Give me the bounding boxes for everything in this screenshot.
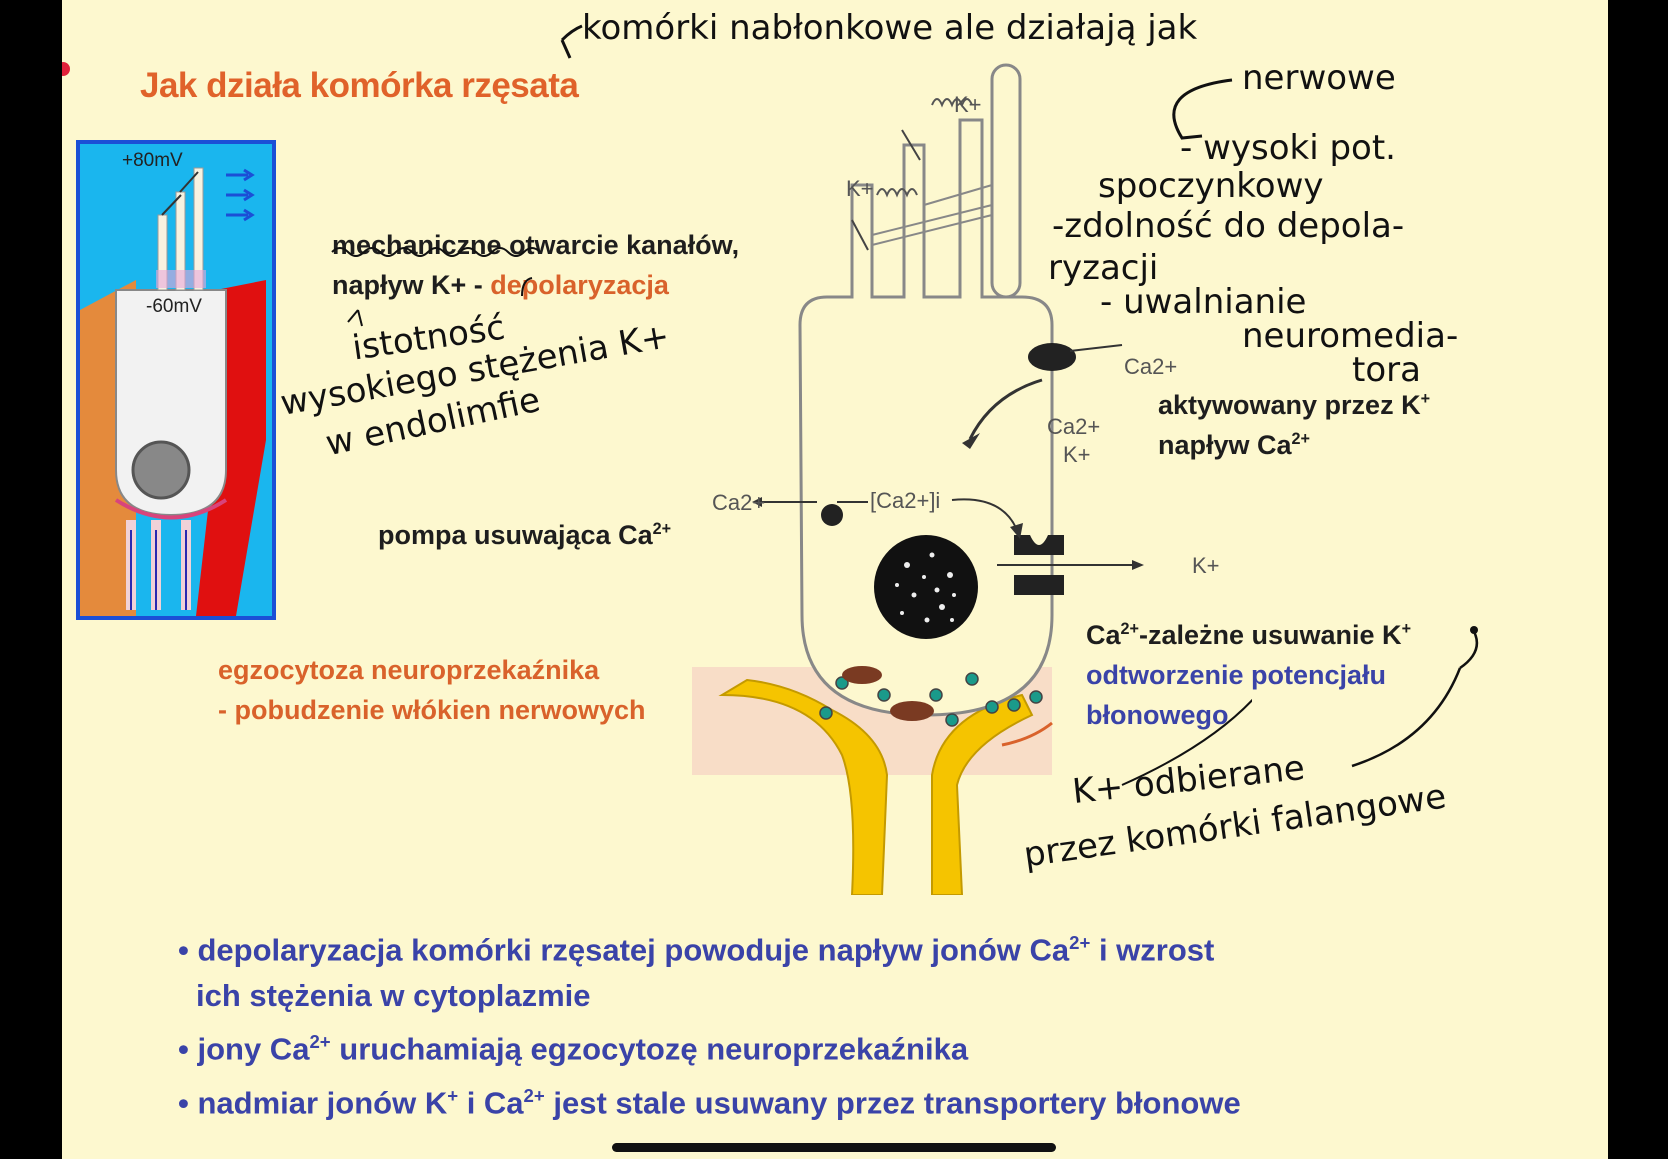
restore-potential-line2: błonowego bbox=[1086, 700, 1229, 730]
handwritten-strokes bbox=[331, 24, 1479, 768]
bullet-3: • nadmiar jonów K+ i Ca2+ jest stale usu… bbox=[178, 1073, 1241, 1126]
bullet-3-suffix2: jest stale usuwany przez transportery bł… bbox=[544, 1084, 1241, 1120]
handwritten-note-right-4: ryzacji bbox=[1048, 248, 1159, 288]
slide: Jak działa komórka rzęsata +80mV -60mV bbox=[62, 0, 1608, 1159]
ion-k-top: K+ bbox=[954, 92, 982, 117]
ca-removal-sup2: + bbox=[1401, 620, 1412, 638]
mechanical-opening-label-line2: napływ K+ - depolaryzacja bbox=[332, 270, 669, 301]
handwritten-note-right-2: spoczynkowy bbox=[1098, 166, 1324, 206]
bullet-1-suffix: i wzrost bbox=[1090, 932, 1215, 968]
exocytosis-label-line2: - pobudzenie włókien nerwowych bbox=[218, 695, 646, 725]
bullet-1-sup: 2+ bbox=[1069, 932, 1091, 953]
bullet-3-sup: + bbox=[447, 1084, 459, 1106]
ca-dependent-k-removal-label: Ca2+-zależne usuwanie K+ bbox=[1086, 620, 1411, 651]
bullet-3-text: • nadmiar jonów K bbox=[178, 1084, 448, 1120]
depolarization-label: depolaryzacja bbox=[490, 270, 669, 300]
pump-sup: 2+ bbox=[652, 520, 672, 538]
ion-k-left: K+ bbox=[846, 176, 874, 201]
handwritten-note-right-7: tora bbox=[1352, 350, 1421, 390]
bullet-1: • depolaryzacja komórki rzęsatej powoduj… bbox=[178, 920, 1241, 973]
bullet-3-sup2: 2+ bbox=[523, 1084, 545, 1106]
ca-pump-label: pompa usuwająca Ca2+ bbox=[378, 520, 671, 551]
inset-voltage-top: +80mV bbox=[122, 150, 183, 171]
pump-text: pompa usuwająca Ca bbox=[378, 520, 653, 550]
hair-cell-inset bbox=[76, 140, 276, 620]
bullet-2-text: • jony Ca bbox=[178, 1031, 310, 1067]
bullet-2: • jony Ca2+ uruchamiają egzocytozę neuro… bbox=[178, 1019, 1241, 1072]
ion-ca-inner: Ca2+ bbox=[1047, 414, 1101, 439]
mechanical-opening-prefix: napływ K+ - bbox=[332, 270, 491, 300]
activated-line2-text: napływ Ca bbox=[1158, 430, 1292, 460]
ca-removal-prefix: Ca bbox=[1086, 620, 1121, 650]
handwritten-note-right-3: -zdolność do depola- bbox=[1052, 206, 1405, 246]
ion-ca-out-left: Ca2+ bbox=[712, 490, 766, 515]
activated-line1-text: aktywowany przez K bbox=[1158, 390, 1421, 420]
bullet-1-continuation-text: ich stężenia w cytoplazmie bbox=[196, 978, 591, 1014]
bullet-2-sup: 2+ bbox=[309, 1031, 331, 1053]
bullet-1-text: • depolaryzacja komórki rzęsatej powoduj… bbox=[178, 932, 1070, 968]
exocytosis-label-line1: egzocytoza neuroprzekaźnika bbox=[218, 655, 600, 685]
ion-ca-intracellular: [Ca2+]i bbox=[870, 488, 941, 513]
handwritten-note-right-6: neuromedia- bbox=[1242, 316, 1459, 356]
ca-influx-label: napływ Ca2+ bbox=[1158, 430, 1310, 461]
slide-marker-dot bbox=[62, 62, 70, 76]
bullet-3-suffix: i Ca bbox=[458, 1084, 524, 1120]
hair-cell-diagram bbox=[692, 63, 1252, 895]
activated-by-k-label: aktywowany przez K+ bbox=[1158, 390, 1430, 421]
ca-removal-text: -zależne usuwanie K bbox=[1138, 620, 1402, 650]
home-indicator-bar[interactable] bbox=[612, 1143, 1056, 1152]
restore-potential-line1: odtworzenie potencjału bbox=[1086, 660, 1387, 690]
ion-ca-right: Ca2+ bbox=[1124, 354, 1178, 379]
handwritten-note-right-1: - wysoki pot. bbox=[1180, 128, 1396, 168]
ca-removal-sup: 2+ bbox=[1120, 620, 1139, 638]
activated-line2-sup: 2+ bbox=[1291, 430, 1311, 448]
bullet-list: • depolaryzacja komórki rzęsatej powoduj… bbox=[178, 920, 1241, 1126]
handwritten-note-right-5: - uwalnianie bbox=[1100, 282, 1307, 322]
ion-k-out-right: K+ bbox=[1192, 553, 1220, 578]
handwritten-note-top-line2: nerwowe bbox=[1242, 58, 1396, 98]
bullet-1-continuation: ich stężenia w cytoplazmie bbox=[178, 973, 1241, 1019]
handwritten-note-top-line1: komórki nabłonkowe ale działają jak bbox=[582, 8, 1198, 48]
bullet-2-suffix: uruchamiają egzocytozę neuroprzekaźnika bbox=[330, 1031, 969, 1067]
activated-line1-sup: + bbox=[1420, 390, 1431, 408]
ion-k-inner: K+ bbox=[1063, 442, 1091, 467]
mechanical-opening-label-line1: mechaniczne otwarcie kanałów, bbox=[332, 230, 740, 260]
inset-voltage-cell: -60mV bbox=[146, 296, 202, 317]
slide-title: Jak działa komórka rzęsata bbox=[140, 66, 579, 105]
